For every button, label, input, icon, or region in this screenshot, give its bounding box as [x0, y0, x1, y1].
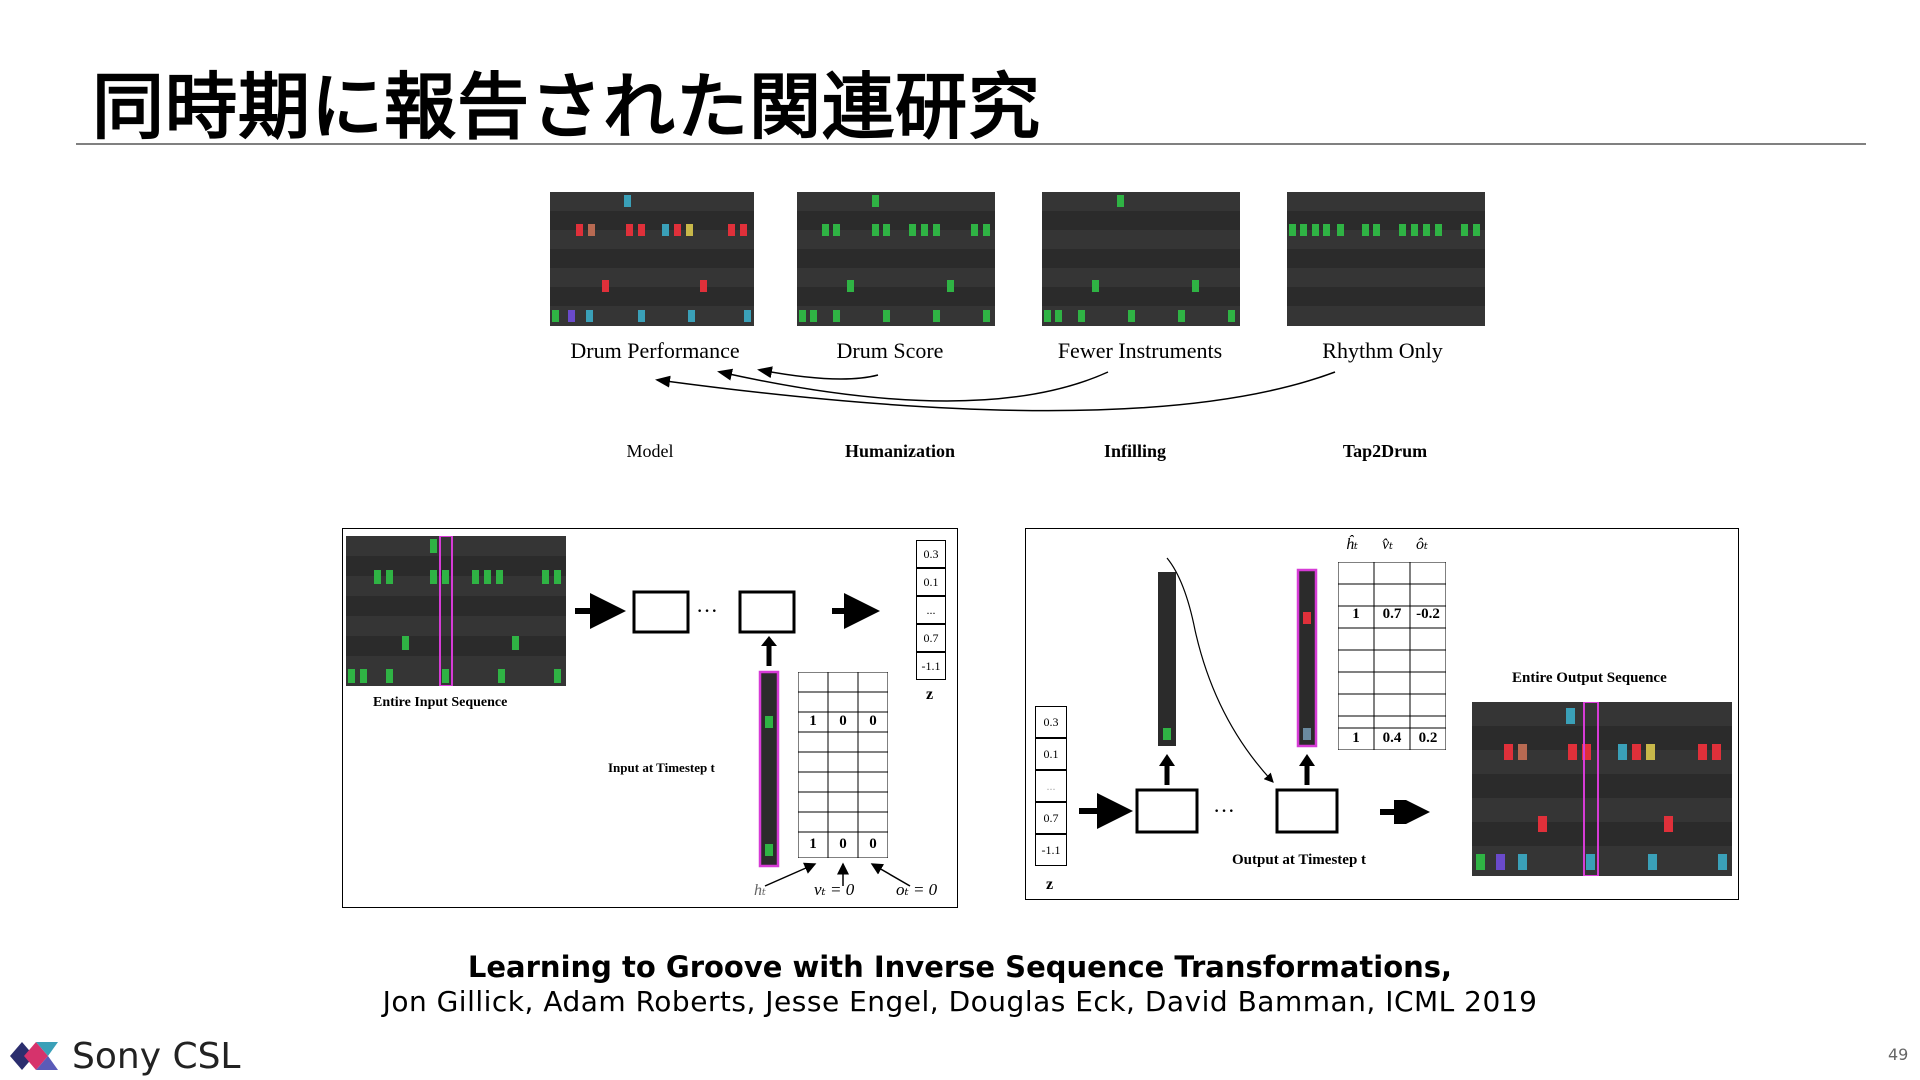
table-cell: 0 — [869, 836, 877, 852]
sony-csl-logo-icon — [10, 1042, 58, 1070]
z-value: 0.1 — [1035, 738, 1067, 770]
input-timestep-column — [758, 636, 780, 868]
table-cell: 0.2 — [1418, 730, 1438, 746]
z-value: ... — [1035, 770, 1067, 802]
pianoroll-drum-score-svg — [797, 192, 995, 326]
pianoroll-drum-performance — [550, 192, 754, 326]
panel-label-drum-performance: Drum Performance — [570, 338, 740, 363]
hat-o-label: ôₜ — [1416, 536, 1428, 553]
panel-label-drum-score: Drum Score — [836, 338, 944, 363]
z-value: 0.7 — [916, 624, 946, 652]
pianoroll-drum-performance-svg — [550, 192, 754, 326]
output-timestep-label: Output at Timestep t — [1232, 852, 1367, 868]
sony-csl-logo-text: Sony CSL — [72, 1036, 241, 1077]
pianoroll-drum-score — [797, 192, 995, 326]
pianoroll-fewer-instruments — [1042, 192, 1240, 326]
table-cell: 1 — [1352, 730, 1360, 746]
table-cell: -0.2 — [1416, 606, 1440, 622]
input-sequence-roll — [346, 536, 566, 686]
table-cell: 0 — [839, 713, 847, 729]
input-hvo-arrows — [764, 862, 911, 887]
task-label-model: Model — [626, 441, 674, 461]
input-timestep-label: Input at Timestep t — [608, 760, 715, 775]
table-cell: 0 — [869, 713, 877, 729]
output-arrow — [1380, 800, 1430, 824]
task-label-tap2drum: Tap2Drum — [1342, 441, 1428, 461]
output-hvo-grid — [1338, 562, 1446, 750]
z-value: ... — [916, 596, 946, 624]
page-number: 49 — [1888, 1045, 1909, 1064]
output-sequence-roll — [1472, 702, 1732, 876]
z-value: 0.7 — [1035, 802, 1067, 834]
hat-h-label: ĥₜ — [1346, 536, 1358, 553]
pianoroll-rhythm-only — [1287, 192, 1485, 326]
task-label-infilling: Infilling — [1103, 441, 1167, 461]
z-value: 0.3 — [1035, 706, 1067, 738]
latent-z-vector-left: 0.3 0.1 ... 0.7 -1.1 — [916, 540, 946, 680]
z-label-left: z — [926, 686, 934, 703]
pianoroll-fewer-instruments-svg — [1042, 192, 1240, 326]
panel-label-rhythm-only: Rhythm Only — [1322, 338, 1443, 363]
task-label-humanization: Humanization — [844, 441, 955, 461]
output-sequence-label: Entire Output Sequence — [1512, 670, 1667, 686]
table-cell: 0.4 — [1382, 730, 1402, 746]
v-label: vₜ = 0 — [814, 880, 855, 899]
transformation-arrows — [655, 366, 1336, 412]
table-cell: 0 — [839, 836, 847, 852]
citation-authors: Jon Gillick, Adam Roberts, Jesse Engel, … — [382, 985, 1538, 1018]
table-cell: 1 — [809, 713, 817, 729]
svg-text:···: ··· — [696, 598, 718, 623]
table-cell: 1 — [809, 836, 817, 852]
table-cell: 1 — [1352, 606, 1360, 622]
z-label-right: z — [1046, 876, 1054, 893]
hat-v-label: v̂ₜ — [1382, 536, 1394, 553]
z-value: -1.1 — [1035, 834, 1067, 866]
z-value: 0.3 — [916, 540, 946, 568]
slide-title: 同時期に報告された関連研究 — [92, 65, 1042, 149]
citation-title: Learning to Groove with Inverse Sequence… — [467, 950, 1453, 984]
o-label: oₜ = 0 — [896, 880, 938, 899]
z-value: -1.1 — [916, 652, 946, 680]
encoder-flow: ··· — [575, 590, 880, 634]
pianoroll-rhythm-only-svg — [1287, 192, 1485, 326]
panel-label-fewer-instruments: Fewer Instruments — [1057, 338, 1223, 363]
input-hvo-grid — [798, 672, 888, 858]
title-divider — [76, 143, 1866, 145]
input-sequence-label: Entire Input Sequence — [373, 695, 508, 710]
table-cell: 0.7 — [1382, 606, 1402, 622]
latent-z-vector-right: 0.3 0.1 ... 0.7 -1.1 — [1035, 706, 1067, 866]
decoder-flow: ··· — [1079, 557, 1339, 834]
svg-text:···: ··· — [1213, 798, 1235, 823]
h-label: hₜ — [754, 882, 766, 899]
z-value: 0.1 — [916, 568, 946, 596]
